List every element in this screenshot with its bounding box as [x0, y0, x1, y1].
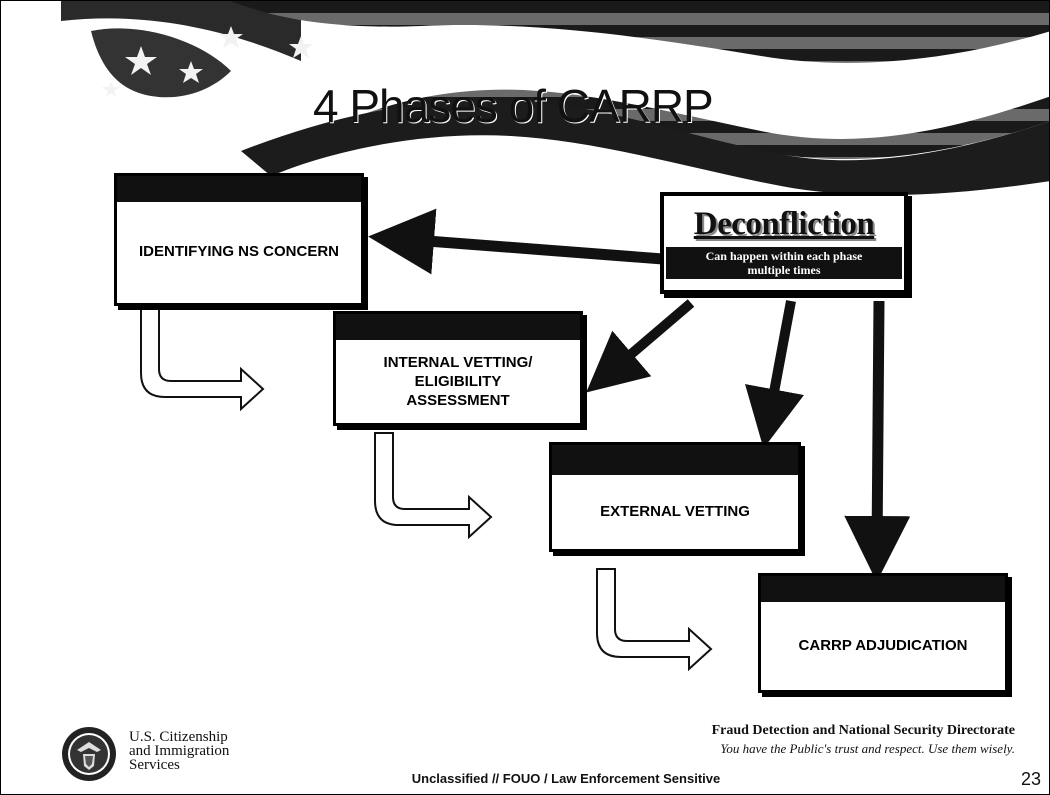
phase-title: CARRP ADJUDICATION: [798, 636, 968, 654]
slide-title: 4 Phases of CARRP: [313, 80, 714, 132]
arrow-to-phase1: [368, 208, 664, 275]
phase-title-line: ASSESSMENT: [406, 391, 510, 409]
curved-arrow-2: [374, 432, 493, 540]
agency-name-line: U.S. Citizenship: [129, 729, 228, 745]
phase-title: EXTERNAL VETTING: [600, 502, 750, 520]
dhs-seal-icon: [62, 727, 116, 781]
curved-arrow-3: [596, 568, 713, 672]
phase-box-external-vetting: EXTERNAL VETTING: [549, 442, 801, 552]
flag-banner-image: [1, 1, 1049, 196]
directorate-name: Fraud Detection and National Security Di…: [711, 723, 1015, 738]
phase-box-identifying: IDENTIFYING NS CONCERN: [114, 173, 364, 306]
phase-header: [336, 314, 580, 340]
deconfliction-box: Deconfliction Can happen within each pha…: [660, 192, 908, 294]
phase-title-line: ELIGIBILITY: [414, 372, 502, 390]
agency-name: U.S. Citizenship and Immigration Service…: [129, 729, 230, 773]
page-number: 23: [1020, 769, 1041, 789]
phase-header: [117, 176, 361, 202]
curved-arrow-1: [140, 302, 265, 412]
phase-title-line: INTERNAL VETTING/: [383, 353, 533, 371]
directorate-motto: You have the Public's trust and respect.…: [720, 741, 1015, 756]
agency-name-line: and Immigration: [129, 743, 230, 759]
phase-box-internal-vetting: INTERNAL VETTING/ ELIGIBILITY ASSESSMENT: [333, 311, 583, 426]
arrow-to-phase2: [586, 299, 695, 393]
deconfliction-subtitle-line: multiple times: [747, 263, 821, 277]
deconfliction-subtitle-line: Can happen within each phase: [705, 249, 863, 263]
phase-header: [761, 576, 1005, 602]
phase-title: INTERNAL VETTING/ ELIGIBILITY ASSESSMENT: [336, 340, 580, 422]
arrow-to-phase4: [844, 300, 911, 582]
deconfliction-subtitle: Can happen within each phase multiple ti…: [666, 247, 902, 279]
directorate-block: Fraud Detection and National Security Di…: [712, 723, 1015, 757]
phase-header: [552, 445, 798, 475]
phase-title: IDENTIFYING NS CONCERN: [138, 242, 339, 260]
classification-marking: Unclassified // FOUO / Law Enforcement S…: [411, 771, 721, 786]
phase-box-adjudication: CARRP ADJUDICATION: [758, 573, 1008, 693]
agency-name-line: Services: [129, 757, 180, 773]
arrow-to-phase3: [745, 300, 804, 449]
deconfliction-title: Deconfliction: [693, 206, 875, 242]
